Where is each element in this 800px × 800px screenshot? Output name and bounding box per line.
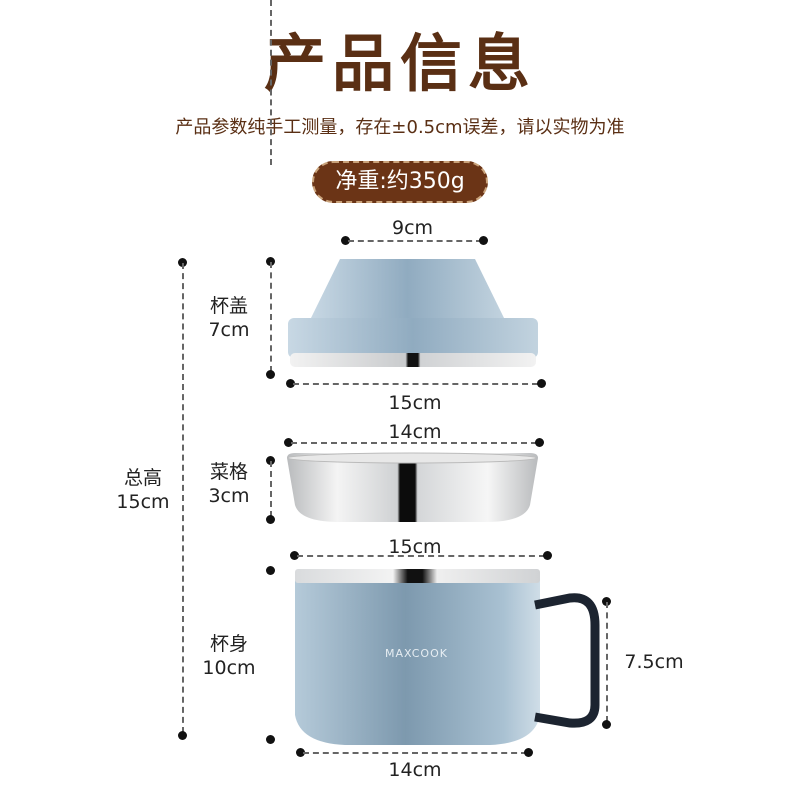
body-height-bottom-dot — [266, 735, 275, 744]
brand-logo: MAXCOOK — [385, 647, 448, 660]
lid-height-label: 杯盖 7cm — [200, 294, 258, 342]
total-height-name: 总高 — [123, 467, 162, 489]
body-bottom-width-label: 14cm — [388, 759, 442, 781]
body-name: 杯身 — [209, 633, 248, 655]
handle-height-label: 7.5cm — [624, 651, 684, 673]
tray-width-line — [291, 442, 537, 444]
body-height-line — [270, 0, 272, 165]
lid-height-value: 7cm — [208, 319, 250, 341]
tray-name: 菜格 — [209, 461, 248, 483]
tray-height-label: 菜格 3cm — [200, 460, 258, 508]
lid-bottom-width-line — [293, 383, 538, 385]
lid-bottom-width-dot-right — [537, 379, 546, 388]
cup-body-image: MAXCOOK — [295, 569, 600, 745]
lid-top-width-label: 9cm — [392, 217, 434, 239]
tray-width-dot-right — [535, 438, 544, 447]
lid-bottom-width-dot-left — [286, 379, 295, 388]
total-height-line — [182, 263, 184, 733]
total-height-value: 15cm — [116, 491, 170, 513]
total-height-top-dot — [178, 258, 187, 267]
body-top-width-line — [297, 555, 545, 557]
lid-bottom-width-label: 15cm — [388, 392, 442, 414]
body-bottom-width-dot-left — [296, 748, 305, 757]
tray-image — [287, 452, 538, 522]
lid-top-width-dot-left — [341, 236, 350, 245]
tray-height-bottom-dot — [266, 515, 275, 524]
lid-height-line — [270, 262, 272, 372]
total-height-label: 总高 15cm — [108, 466, 178, 514]
lid-top-width-line — [348, 240, 482, 242]
body-top-width-dot-right — [543, 551, 552, 560]
body-bottom-width-dot-right — [524, 748, 533, 757]
net-weight-badge: 净重:约350g — [312, 161, 488, 203]
handle-height-line — [606, 602, 608, 722]
lid-name: 杯盖 — [209, 295, 248, 317]
tray-height-value: 3cm — [208, 485, 250, 507]
lid-top-width-dot-right — [479, 236, 488, 245]
handle-height-bottom-dot — [602, 720, 611, 729]
measurement-disclaimer: 产品参数纯手工测量，存在±0.5cm误差，请以实物为准 — [175, 117, 625, 138]
lid-height-bottom-dot — [266, 370, 275, 379]
body-height-value: 10cm — [202, 657, 256, 679]
tray-width-label: 14cm — [388, 421, 442, 443]
tray-height-top-dot — [266, 456, 275, 465]
body-bottom-width-line — [303, 752, 527, 754]
body-top-width-dot-left — [290, 551, 299, 560]
lid-height-top-dot — [266, 257, 275, 266]
body-top-width-label: 15cm — [388, 536, 442, 558]
page-title: 产品信息 — [263, 27, 536, 100]
handle-height-top-dot — [602, 597, 611, 606]
tray-width-dot-left — [284, 438, 293, 447]
body-height-top-dot — [266, 566, 275, 575]
total-height-bottom-dot — [178, 731, 187, 740]
tray-height-line — [270, 461, 272, 517]
lid-image — [288, 259, 538, 367]
body-height-label: 杯身 10cm — [196, 632, 262, 680]
